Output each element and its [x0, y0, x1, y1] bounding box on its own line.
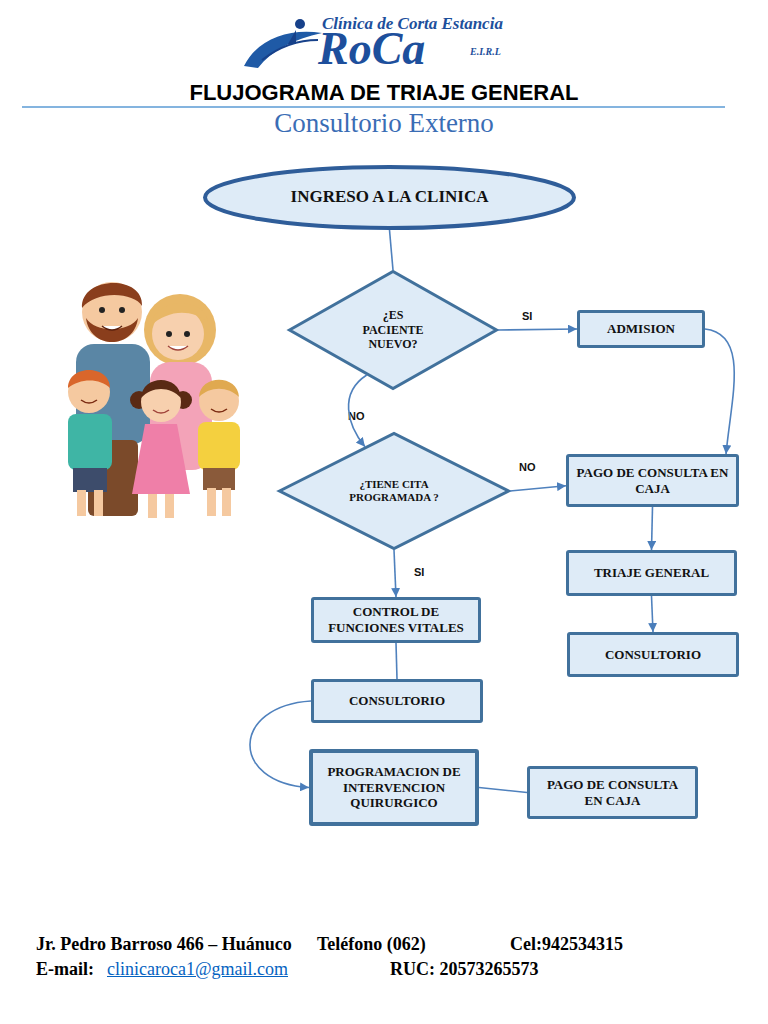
dad-hair — [82, 283, 142, 308]
mom-eye — [184, 331, 190, 337]
diamond-outline — [290, 272, 497, 389]
flow-connector — [390, 230, 394, 270]
process-box: ADMISION — [577, 310, 705, 348]
node-text: CONSULTORIO — [605, 647, 701, 663]
node-text-group: CONSULTORIO — [314, 682, 480, 720]
kid-hair — [199, 380, 239, 397]
kid-shorts — [203, 468, 235, 490]
node-text-group: CONSULTORIO — [570, 635, 736, 674]
kid-leg — [222, 488, 231, 516]
process-box: PROGRAMACION DE INTERVENCION QUIRURGICO — [309, 749, 479, 826]
kid-smile — [211, 409, 227, 412]
edge-label: NO — [519, 461, 536, 473]
mom-hair — [144, 294, 216, 366]
node-text: ¿TIENE CITA PROGRAMADA ? — [344, 478, 444, 504]
node-text: ADMISION — [607, 321, 675, 337]
logo-figure — [288, 30, 296, 44]
flow-connector — [349, 375, 367, 447]
start-ellipse: INGRESO A LA CLINICA — [203, 165, 576, 230]
text-label: Teléfono (062) — [317, 934, 426, 955]
node-text-group: ¿ES PACIENTE NUEVO? — [288, 270, 498, 390]
mom-fringe — [150, 303, 208, 326]
dad-eye — [99, 307, 105, 313]
kid-shirt — [198, 422, 240, 470]
logo-swoosh — [244, 32, 322, 68]
mom-eye — [166, 331, 172, 337]
decision-diamond: ¿ES PACIENTE NUEVO? — [288, 270, 498, 390]
text-label: RUC: 20573265573 — [390, 959, 539, 980]
node-text-group: PAGO DE CONSULTA EN CAJA — [530, 769, 695, 816]
flow-connector — [250, 701, 311, 788]
text-label: RoCa — [318, 22, 425, 75]
text-label: clinicaroca1@gmail.com — [107, 959, 288, 980]
node-text: CONTROL DE FUNCIONES VITALES — [316, 604, 476, 635]
boy-smile — [81, 400, 97, 403]
process-box: TRIAJE GENERAL — [566, 550, 737, 596]
mom-smile — [168, 346, 188, 350]
dad-head — [82, 282, 142, 342]
text-label: E-mail: — [36, 959, 94, 980]
process-box: PAGO DE CONSULTA EN CAJA — [566, 454, 739, 507]
boy-head — [68, 371, 110, 413]
girl-smile — [153, 410, 169, 413]
node-text-group: PROGRAMACION DE INTERVENCION QUIRURGICO — [313, 753, 475, 822]
boy-leg — [77, 490, 86, 516]
logo-head — [295, 19, 305, 29]
node-text: INGRESO A LA CLINICA — [291, 187, 489, 207]
diamond-outline — [280, 434, 509, 549]
dad-smile — [102, 326, 122, 330]
edge-label: SI — [414, 566, 424, 578]
node-text-group: INGRESO A LA CLINICA — [203, 165, 576, 230]
node-text-group: PAGO DE CONSULTA EN CAJA — [569, 457, 736, 504]
flow-connector — [652, 507, 653, 550]
node-text-group: TRIAJE GENERAL — [569, 553, 734, 593]
title-rule — [22, 106, 725, 108]
boy-shirt — [68, 414, 112, 470]
boy-hair — [68, 370, 110, 388]
text-label: E.I.R.L — [470, 46, 501, 57]
boy-leg — [94, 490, 103, 516]
girl-leg — [165, 494, 174, 518]
family-illustration — [68, 282, 240, 518]
node-text-group: CONTROL DE FUNCIONES VITALES — [314, 600, 478, 640]
text-label: Cel:942534315 — [510, 934, 623, 955]
flow-connector — [705, 329, 734, 454]
diagram-title: FLUJOGRAMA DE TRIAJE GENERAL — [0, 80, 768, 106]
dad-beard — [86, 318, 138, 342]
node-text: PROGRAMACION DE INTERVENCION QUIRURGICO — [324, 764, 464, 811]
node-text: PAGO DE CONSULTA EN CAJA — [538, 777, 688, 808]
flow-connector — [394, 550, 396, 597]
ellipse-outline — [205, 167, 574, 228]
girl-leg — [148, 494, 157, 518]
edge-label: NO — [348, 410, 365, 422]
node-text: PAGO DE CONSULTA EN CAJA — [573, 465, 733, 496]
kid-leg — [207, 488, 216, 516]
process-box: PAGO DE CONSULTA EN CAJA — [527, 766, 698, 819]
boy-shorts — [73, 468, 107, 492]
flow-connector — [510, 486, 566, 491]
node-text: ¿ES PACIENTE NUEVO? — [353, 308, 433, 351]
flow-connector — [479, 788, 527, 793]
text-label: Consultorio Externo — [0, 108, 768, 139]
text-label: Jr. Pedro Barroso 466 – Huánuco — [36, 934, 292, 955]
dad-eye — [119, 307, 125, 313]
node-text: CONSULTORIO — [349, 693, 445, 709]
process-box: CONSULTORIO — [567, 632, 739, 677]
process-box: CONSULTORIO — [311, 679, 483, 723]
decision-diamond: ¿TIENE CITA PROGRAMADA ? — [278, 432, 510, 550]
flow-connector — [498, 329, 577, 330]
flow-connector — [396, 643, 397, 679]
girl-dress — [132, 424, 190, 494]
edge-label: SI — [522, 310, 532, 322]
node-text-group: ADMISION — [580, 313, 702, 345]
node-text-group: ¿TIENE CITA PROGRAMADA ? — [278, 432, 510, 550]
flow-connector — [652, 596, 654, 632]
node-text: TRIAJE GENERAL — [594, 565, 709, 581]
girl-hair — [141, 380, 181, 398]
process-box: CONTROL DE FUNCIONES VITALES — [311, 597, 481, 643]
